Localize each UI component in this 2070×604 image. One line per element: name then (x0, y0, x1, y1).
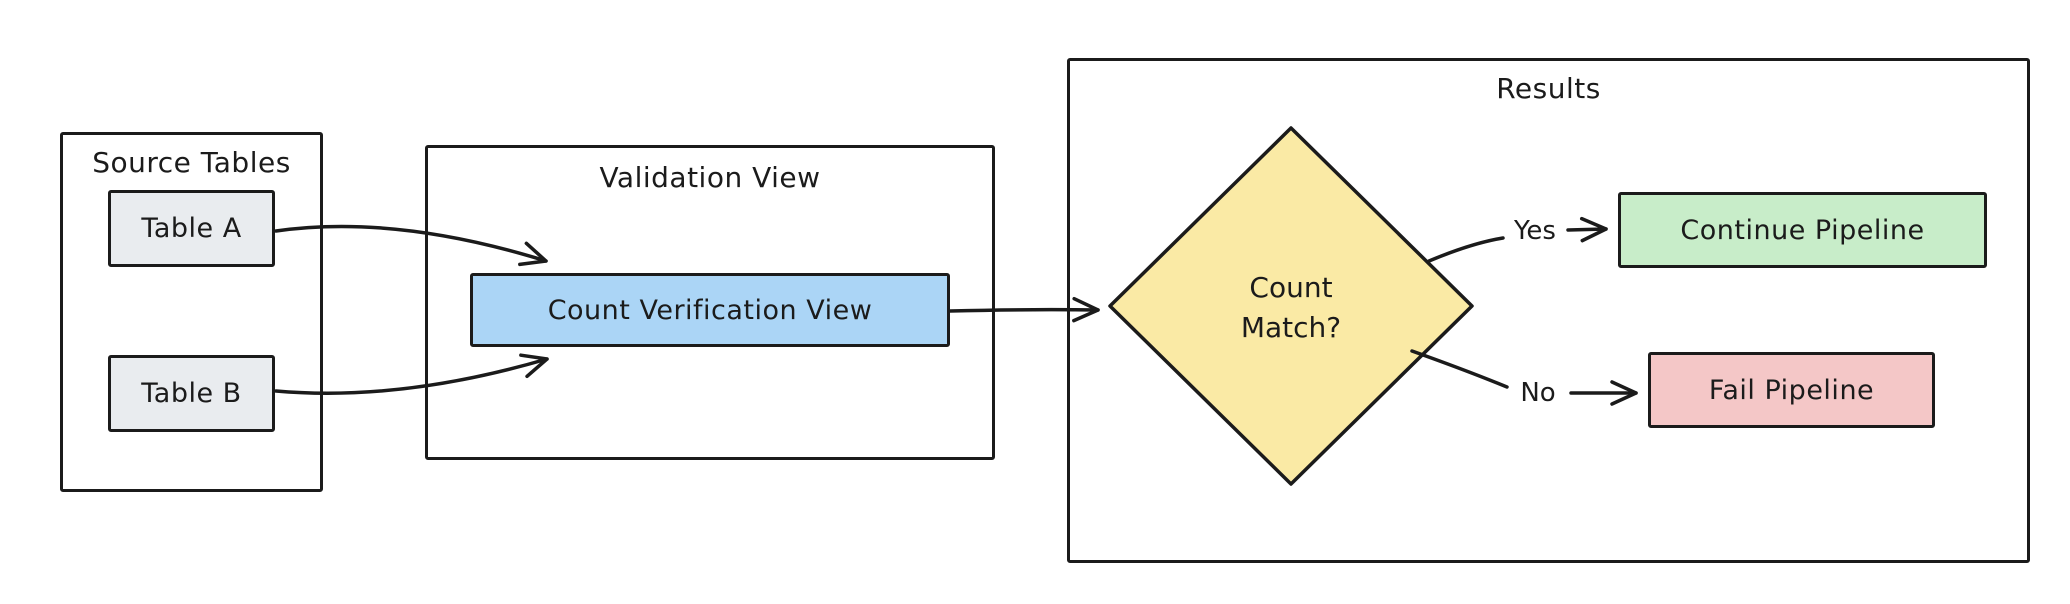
node-count-verification-view-label: Count Verification View (547, 294, 873, 326)
validation-view-container: Validation View (425, 145, 995, 460)
edge-no-lead-line (1410, 349, 1509, 389)
arrow-table-b-to-verification (274, 353, 549, 395)
count-match-diamond (1108, 126, 1474, 486)
results-container: Results (1067, 58, 2030, 563)
source-tables-container: Source Tables (60, 132, 323, 492)
edge-label-no: No (1520, 378, 1556, 408)
node-count-match-label: Count Match? (1141, 268, 1441, 348)
node-continue-pipeline-label: Continue Pipeline (1680, 214, 1925, 246)
node-table-b: Table B (108, 355, 275, 432)
source-tables-title: Source Tables (92, 146, 291, 179)
count-match-line2: Match? (1240, 311, 1342, 344)
node-table-a-label: Table A (141, 213, 242, 244)
node-continue-pipeline: Continue Pipeline (1618, 192, 1987, 268)
arrow-verification-to-count-match (948, 296, 1100, 323)
node-table-a: Table A (108, 190, 275, 267)
node-fail-pipeline-label: Fail Pipeline (1708, 374, 1875, 406)
arrow-table-a-to-verification (274, 224, 548, 267)
node-table-b-label: Table B (141, 378, 242, 409)
validation-view-title: Validation View (599, 161, 821, 194)
results-title: Results (1496, 72, 1601, 105)
edge-yes-lead-line (1427, 236, 1505, 263)
count-match-line1: Count (1249, 271, 1333, 304)
node-fail-pipeline: Fail Pipeline (1648, 352, 1935, 428)
edge-label-yes: Yes (1514, 216, 1556, 246)
node-count-verification-view: Count Verification View (470, 273, 950, 347)
arrow-yes-to-continue (1566, 216, 1608, 243)
